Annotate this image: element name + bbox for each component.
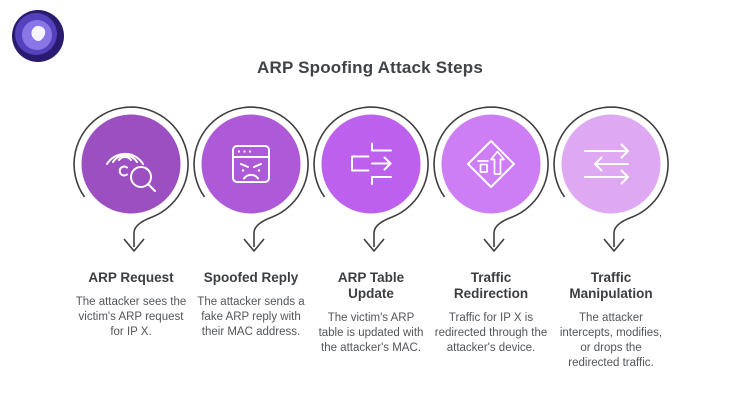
down-arrowhead (483, 238, 505, 252)
step-3-graphic (313, 106, 429, 252)
logo-pick-shape (31, 25, 46, 42)
road-sign-redirect-icon (467, 140, 515, 188)
page-title: ARP Spoofing Attack Steps (256, 58, 484, 77)
table-update-arrow-icon (351, 142, 392, 185)
step-circle (201, 114, 301, 214)
step-circle (321, 114, 421, 214)
down-arrowhead (603, 238, 625, 252)
step-arp-table-update: ARP Table Update The victim's ARP table … (311, 100, 431, 371)
step-description: The attacker sends a fake ARP reply with… (197, 295, 305, 338)
loop-arrow-outline (193, 106, 309, 247)
swap-arrows-icon (584, 143, 629, 185)
down-arrowhead (243, 238, 265, 252)
step-description: The attacker intercepts, modifies, or dr… (559, 311, 663, 369)
step-circle (81, 114, 181, 214)
step-title: ARP Request (88, 270, 174, 285)
step-2-graphic (193, 106, 309, 252)
step-title: Traffic Redirection (453, 270, 529, 301)
loop-arrow-outline (73, 106, 189, 247)
step-title: ARP Table Update (337, 270, 405, 301)
step-description: The victim's ARP table is updated with t… (318, 311, 424, 354)
step-traffic-redirection: Traffic Redirection Traffic for IP X is … (431, 100, 551, 371)
step-spoofed-reply: Spoofed Reply The attacker sends a fake … (191, 100, 311, 371)
step-4-graphic (433, 106, 549, 252)
loop-arrow-outline (313, 106, 429, 247)
step-5-graphic (553, 106, 669, 252)
step-title: Traffic Manipulation (569, 270, 653, 301)
step-description: The attacker sees the victim's ARP reque… (75, 295, 187, 338)
vpn-brand-logo-icon (12, 10, 64, 62)
down-arrowhead (123, 238, 145, 252)
step-arp-request: ARP Request The attacker sees the victim… (71, 100, 191, 371)
angry-browser-icon (232, 145, 270, 183)
down-arrowhead (363, 238, 385, 252)
step-description: Traffic for IP X is redirected through t… (434, 311, 548, 354)
step-traffic-manipulation: Traffic Manipulation The attacker interc… (551, 100, 671, 371)
step-1-graphic (73, 106, 189, 252)
loop-arrow-outline (553, 106, 669, 247)
wifi-scan-icon (106, 152, 156, 192)
loop-arrow-outline (433, 106, 549, 247)
step-title: Spoofed Reply (203, 270, 299, 285)
step-circle (441, 114, 541, 214)
steps-row: ARP Request The attacker sees the victim… (71, 100, 671, 371)
